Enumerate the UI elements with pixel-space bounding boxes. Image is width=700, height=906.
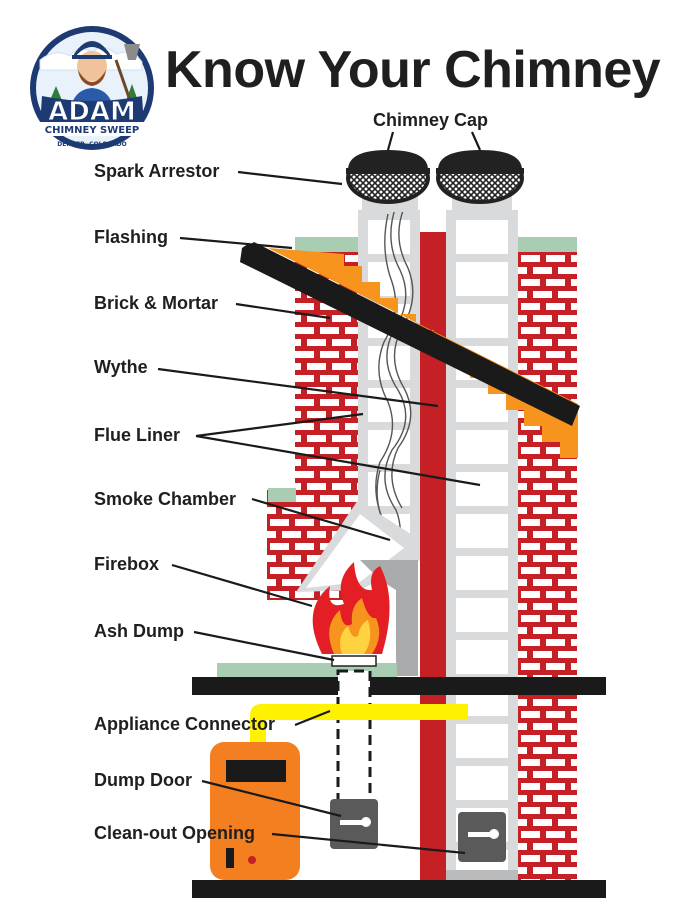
adam-chimney-sweep-logo: ADAM CHIMNEY SWEEP DENVER, COLORADO — [30, 26, 154, 150]
label-smoke-chamber: Smoke Chamber — [94, 489, 237, 509]
firebox-wall — [360, 560, 418, 676]
label-clean-out-opening: Clean-out Opening — [94, 823, 255, 843]
chimney-brush-icon — [124, 44, 140, 60]
label-dump-door: Dump Door — [94, 770, 192, 790]
label-spark-arrestor: Spark Arrestor — [94, 161, 220, 181]
page-title: Know Your Chimney — [165, 41, 661, 99]
furnace-appliance — [210, 742, 300, 880]
leader-lines — [157, 131, 482, 855]
right-brick-wall — [518, 252, 577, 884]
logo-location: DENVER, COLORADO — [57, 141, 127, 148]
appliance-connector-pipe — [250, 704, 468, 742]
lower-floor — [192, 880, 606, 898]
label-ash-dump: Ash Dump — [94, 621, 184, 641]
label-firebox: Firebox — [94, 554, 160, 574]
right-flue-liner — [446, 210, 518, 882]
label-chimney-cap: Chimney Cap — [373, 110, 489, 130]
label-flashing: Flashing — [94, 227, 169, 247]
chimney-cap-left — [346, 150, 430, 212]
logo-subtitle: CHIMNEY SWEEP — [45, 125, 140, 136]
upper-floor — [192, 677, 606, 695]
ash-chute — [336, 669, 372, 803]
fire-icon — [312, 562, 390, 654]
chimney-cap-right — [436, 150, 524, 212]
label-flue-liner: Flue Liner — [94, 425, 181, 445]
flashing-steps — [268, 248, 578, 458]
label-wythe: Wythe — [94, 357, 148, 377]
label-brick-mortar: Brick & Mortar — [94, 293, 219, 313]
ash-dump-grate — [331, 655, 377, 667]
dump-door-icon — [330, 799, 378, 849]
clean-out-door-icon — [458, 812, 506, 862]
label-appliance-connector: Appliance Connector — [94, 714, 276, 734]
